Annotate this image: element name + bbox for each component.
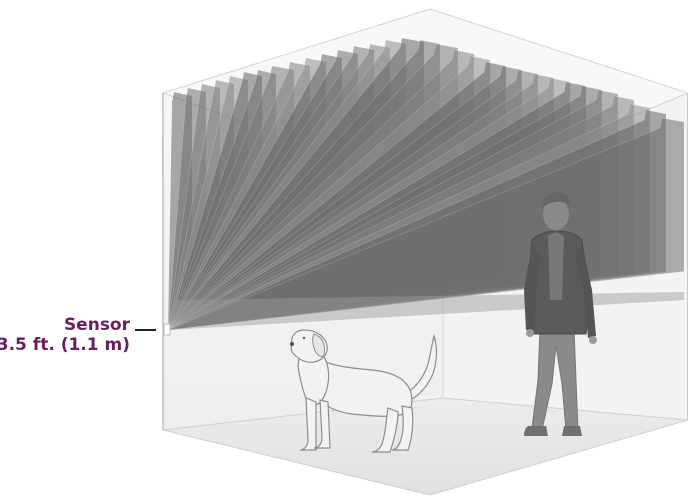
person-shirt [548,232,564,300]
sensor-label: Sensor [64,315,130,335]
sensor-icon [164,324,170,335]
sensor-leader-line [135,329,156,331]
person-hand-left [526,329,534,337]
dog-eye [303,337,305,339]
person-shoe-right [562,426,582,436]
sensor-height-label: 3.5 ft. (1.1 m) [0,335,130,355]
person-shoe-left [524,426,548,436]
person-hand-right [589,336,597,344]
dog-nose [290,342,294,346]
